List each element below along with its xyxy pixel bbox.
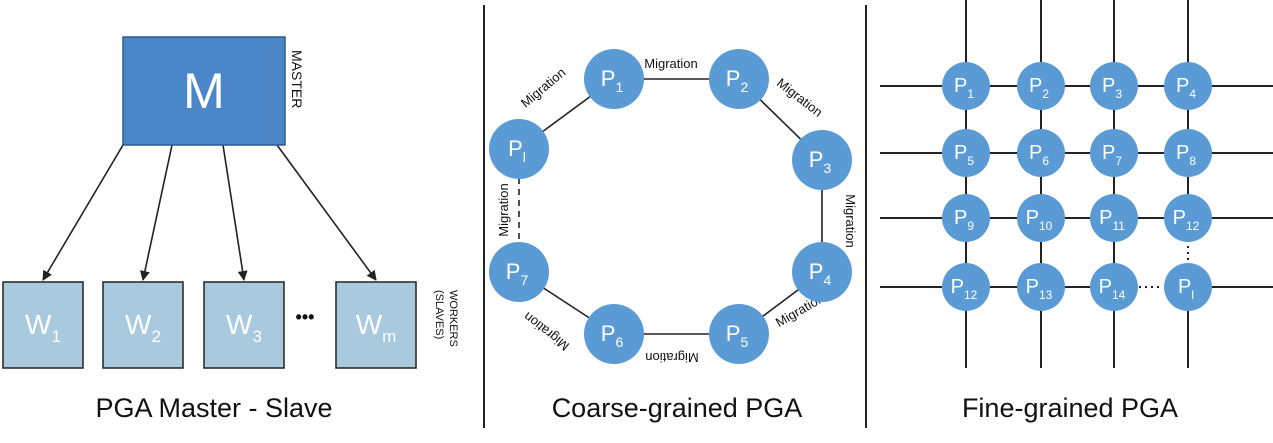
cell-node-label-r4c3: P14 [1099, 276, 1126, 302]
island-node-2 [709, 49, 769, 109]
worker-box-4 [335, 281, 417, 369]
island-node-7 [489, 242, 549, 302]
workers-ellipsis: ••• [296, 307, 315, 327]
fine-grid-lines [880, 0, 1273, 368]
cell-node-r2c3 [1090, 129, 1138, 177]
coarse-grained-caption: Coarse-grained PGA [552, 393, 803, 423]
cell-node-label-r3c1: P9 [954, 207, 974, 233]
cell-node-r4c4 [1164, 263, 1212, 311]
workers-side-label-line1: WORKERS [447, 290, 459, 347]
cell-node-label-r1c4: P4 [1176, 75, 1196, 101]
arrow-to-worker-3 [222, 144, 248, 281]
island-node-1 [584, 49, 644, 109]
island-node-5 [709, 304, 769, 364]
migration-label-5: Migration [645, 350, 698, 365]
worker-box-1 [2, 281, 84, 369]
island-node-label-6: P6 [601, 321, 624, 350]
island-node-3 [792, 130, 852, 190]
arrow-to-worker-4 [276, 144, 377, 281]
island-node-l [489, 119, 549, 179]
cell-node-r3c4 [1164, 194, 1212, 242]
cell-node-label-r1c1: P1 [954, 75, 974, 101]
cell-node-label-r3c2: P10 [1026, 207, 1053, 233]
coarse-grained-panel: MigrationMigrationMigrationMigrationMigr… [489, 49, 858, 423]
worker-label-4: Wm [356, 309, 397, 346]
cell-node-label-r4c2: P13 [1026, 276, 1053, 302]
master-to-worker-arrows [42, 144, 377, 281]
master-label: M [183, 63, 225, 119]
workers-side-label-line2: (SLAVES) [433, 290, 445, 339]
master-slave-panel: M MASTER W1 W2 W3 Wm ••• WORKERS (SLAVES) P… [2, 36, 459, 423]
master-box [122, 36, 286, 146]
cell-node-label-r2c2: P6 [1029, 142, 1049, 168]
worker-box-3 [203, 281, 285, 369]
island-node-label-2: P2 [726, 66, 749, 95]
worker-label-1: W1 [25, 309, 61, 346]
migration-label-1: Migration [644, 56, 697, 71]
cell-node-r3c2 [1017, 194, 1065, 242]
cell-node-label-r3c3: P11 [1099, 207, 1125, 233]
island-node-label-7: P7 [506, 259, 529, 288]
coarse-migration-labels: MigrationMigrationMigrationMigrationMigr… [496, 56, 858, 365]
migration-label-3: Migration [843, 194, 858, 247]
master-side-label: MASTER [289, 50, 305, 108]
arrow-to-worker-1 [42, 144, 124, 281]
cell-node-label-r2c1: P5 [954, 142, 974, 168]
cell-node-r3c1 [942, 194, 990, 242]
cell-node-r4c1 [942, 263, 990, 311]
island-node-label-l: Pl [508, 136, 526, 165]
cell-node-r2c4 [1164, 129, 1212, 177]
cell-node-r1c4 [1164, 62, 1212, 110]
cell-node-r1c3 [1090, 62, 1138, 110]
worker-label-3: W3 [226, 309, 262, 346]
island-node-label-3: P3 [809, 147, 832, 176]
cell-node-r4c3 [1090, 263, 1138, 311]
cell-node-r2c2 [1017, 129, 1065, 177]
coarse-ring-edges [518, 78, 823, 335]
worker-boxes: W1 W2 W3 Wm [2, 281, 417, 369]
master-slave-caption: PGA Master - Slave [95, 393, 332, 423]
arrow-to-worker-2 [140, 144, 173, 281]
island-node-label-5: P5 [726, 321, 749, 350]
cell-node-label-r2c3: P7 [1102, 142, 1122, 168]
migration-label-2: Migration [774, 75, 825, 120]
cell-node-label-r2c4: P8 [1176, 142, 1196, 168]
worker-box-2 [102, 281, 184, 369]
cell-node-label-r4c1: P12 [951, 276, 978, 302]
island-node-4 [792, 242, 852, 302]
cell-node-r4c2 [1017, 263, 1065, 311]
cell-node-label-r3c4: P12 [1173, 207, 1200, 233]
cell-node-r1c1 [942, 62, 990, 110]
island-node-6 [584, 304, 644, 364]
fine-grained-caption: Fine-grained PGA [962, 393, 1178, 423]
island-node-label-4: P4 [809, 259, 832, 288]
migration-label-8: Migration [518, 65, 569, 111]
cell-node-label-r1c2: P2 [1029, 75, 1049, 101]
island-node-label-1: P1 [601, 66, 624, 95]
worker-label-2: W2 [125, 309, 161, 346]
cell-node-r2c1 [942, 129, 990, 177]
migration-label-6: Migration [521, 309, 572, 354]
migration-label-7: Migration [496, 183, 511, 236]
cell-node-label-r4c4: Pl [1178, 276, 1194, 302]
cell-node-r1c2 [1017, 62, 1065, 110]
cell-node-r3c3 [1090, 194, 1138, 242]
cell-node-label-r1c3: P3 [1102, 75, 1122, 101]
